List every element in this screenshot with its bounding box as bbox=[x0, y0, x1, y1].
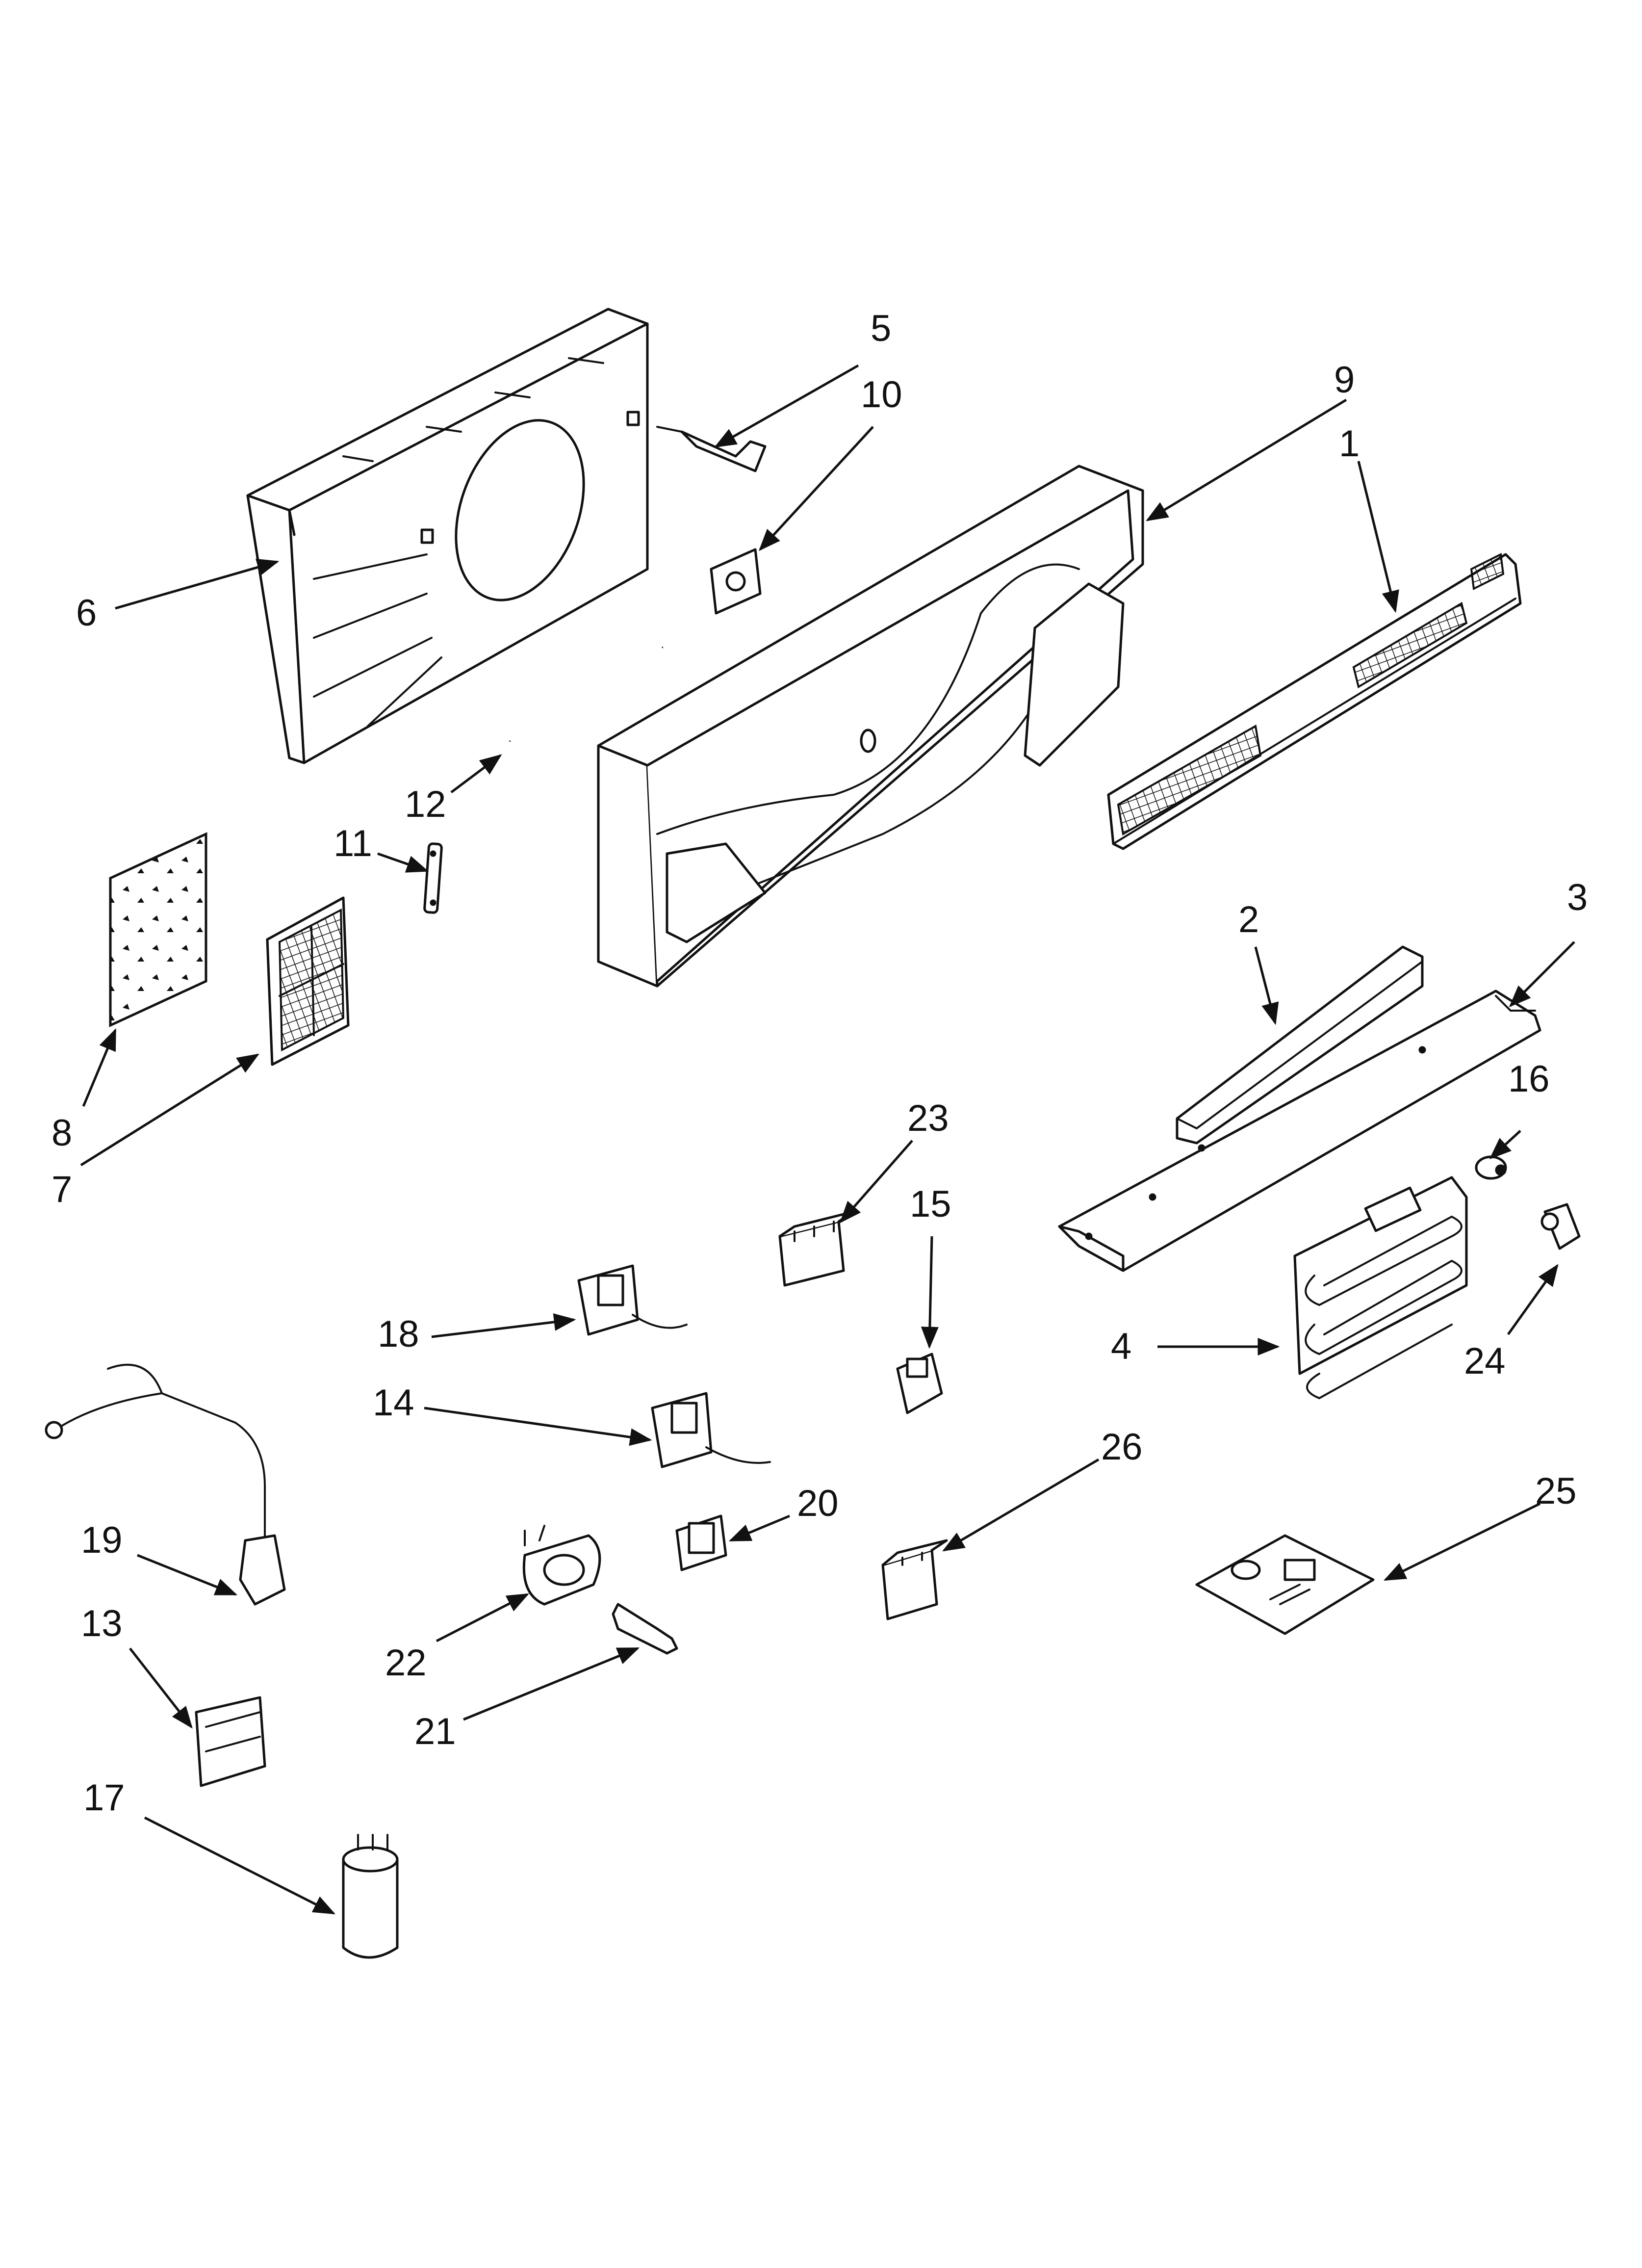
arrow-12 bbox=[450, 754, 502, 793]
arrow-3 bbox=[1509, 941, 1575, 1008]
arrow-11 bbox=[377, 852, 429, 873]
thermostat-part bbox=[522, 1525, 601, 1606]
callout-1: 1 bbox=[1339, 423, 1360, 465]
mounting-plate-part bbox=[1058, 990, 1541, 1272]
callout-26: 26 bbox=[1101, 1426, 1143, 1468]
capacitor-part bbox=[342, 1834, 399, 1959]
callout-5: 5 bbox=[871, 308, 891, 349]
wire-harness-part bbox=[45, 1363, 286, 1606]
callout-8: 8 bbox=[51, 1112, 72, 1154]
callout-labels: 1 2 3 4 5 6 7 8 9 10 11 12 13 14 15 16 1… bbox=[51, 308, 1588, 1819]
callout-12: 12 bbox=[405, 783, 446, 825]
callout-23: 23 bbox=[907, 1097, 949, 1139]
callout-6: 6 bbox=[76, 592, 97, 634]
callout-18: 18 bbox=[378, 1313, 419, 1355]
arrow-25 bbox=[1383, 1502, 1541, 1581]
arrow-26 bbox=[942, 1458, 1100, 1552]
callout-10: 10 bbox=[861, 374, 902, 416]
heater-element-part bbox=[1293, 1176, 1468, 1400]
switch-14-part bbox=[651, 1392, 771, 1468]
callout-11: 11 bbox=[334, 823, 372, 864]
arrow-22 bbox=[436, 1593, 530, 1642]
callout-21: 21 bbox=[414, 1711, 456, 1752]
arrow-8 bbox=[82, 1028, 117, 1107]
arrow-1 bbox=[1357, 461, 1399, 613]
arrow-5 bbox=[714, 364, 859, 448]
relay-26-part bbox=[881, 1539, 948, 1620]
arrow-17 bbox=[144, 1816, 336, 1915]
callout-7: 7 bbox=[51, 1169, 72, 1210]
callout-3: 3 bbox=[1567, 877, 1588, 918]
arrow-20 bbox=[728, 1514, 790, 1542]
arrow-7 bbox=[80, 1053, 259, 1167]
callout-22: 22 bbox=[385, 1642, 427, 1684]
square-pad-part bbox=[710, 548, 762, 615]
clip-part bbox=[1540, 1203, 1581, 1250]
arrow-18 bbox=[431, 1313, 576, 1338]
arrow-10 bbox=[758, 426, 874, 551]
arrow-9 bbox=[1146, 398, 1347, 521]
small-strip-part bbox=[423, 842, 443, 914]
callout-24: 24 bbox=[1464, 1340, 1506, 1382]
arrow-24 bbox=[1507, 1264, 1559, 1335]
arrow-15 bbox=[921, 1236, 939, 1349]
tube-part bbox=[509, 646, 663, 742]
filter-frame-part bbox=[266, 896, 350, 1066]
relay-23-part bbox=[778, 1210, 855, 1287]
callout-2: 2 bbox=[1238, 899, 1259, 940]
switch-15-part bbox=[896, 1353, 943, 1414]
terminal-block-part bbox=[195, 1696, 266, 1787]
callout-9: 9 bbox=[1334, 359, 1355, 401]
insulation-pad-part bbox=[109, 832, 207, 1027]
arrow-19 bbox=[137, 1554, 238, 1596]
arrow-21 bbox=[463, 1647, 640, 1721]
arrow-16 bbox=[1489, 1130, 1521, 1160]
knob-part bbox=[1475, 1155, 1507, 1180]
fuse-part bbox=[612, 1603, 678, 1655]
switch-18-part bbox=[577, 1264, 688, 1336]
circuit-board-part bbox=[1195, 1534, 1375, 1635]
callout-15: 15 bbox=[910, 1183, 951, 1225]
arrow-2 bbox=[1254, 946, 1279, 1025]
arrow-23 bbox=[840, 1140, 913, 1224]
angle-bracket-part bbox=[1176, 945, 1424, 1145]
callout-19: 19 bbox=[81, 1519, 123, 1561]
callout-14: 14 bbox=[373, 1382, 414, 1424]
callout-25: 25 bbox=[1535, 1470, 1577, 1512]
fan-shroud-part bbox=[246, 308, 649, 764]
small-block-part bbox=[675, 1514, 727, 1571]
arrow-13 bbox=[129, 1647, 193, 1729]
arrow-14 bbox=[424, 1407, 652, 1446]
callout-13: 13 bbox=[81, 1603, 123, 1644]
arrow-6 bbox=[115, 558, 280, 610]
leader-arrows bbox=[80, 364, 1575, 1915]
callout-20: 20 bbox=[797, 1483, 839, 1524]
grille-part bbox=[1107, 552, 1522, 850]
callout-17: 17 bbox=[83, 1777, 125, 1819]
air-duct-housing-part bbox=[597, 465, 1144, 988]
bracket-part bbox=[656, 426, 767, 472]
callout-4: 4 bbox=[1111, 1326, 1131, 1367]
callout-16: 16 bbox=[1508, 1058, 1550, 1100]
